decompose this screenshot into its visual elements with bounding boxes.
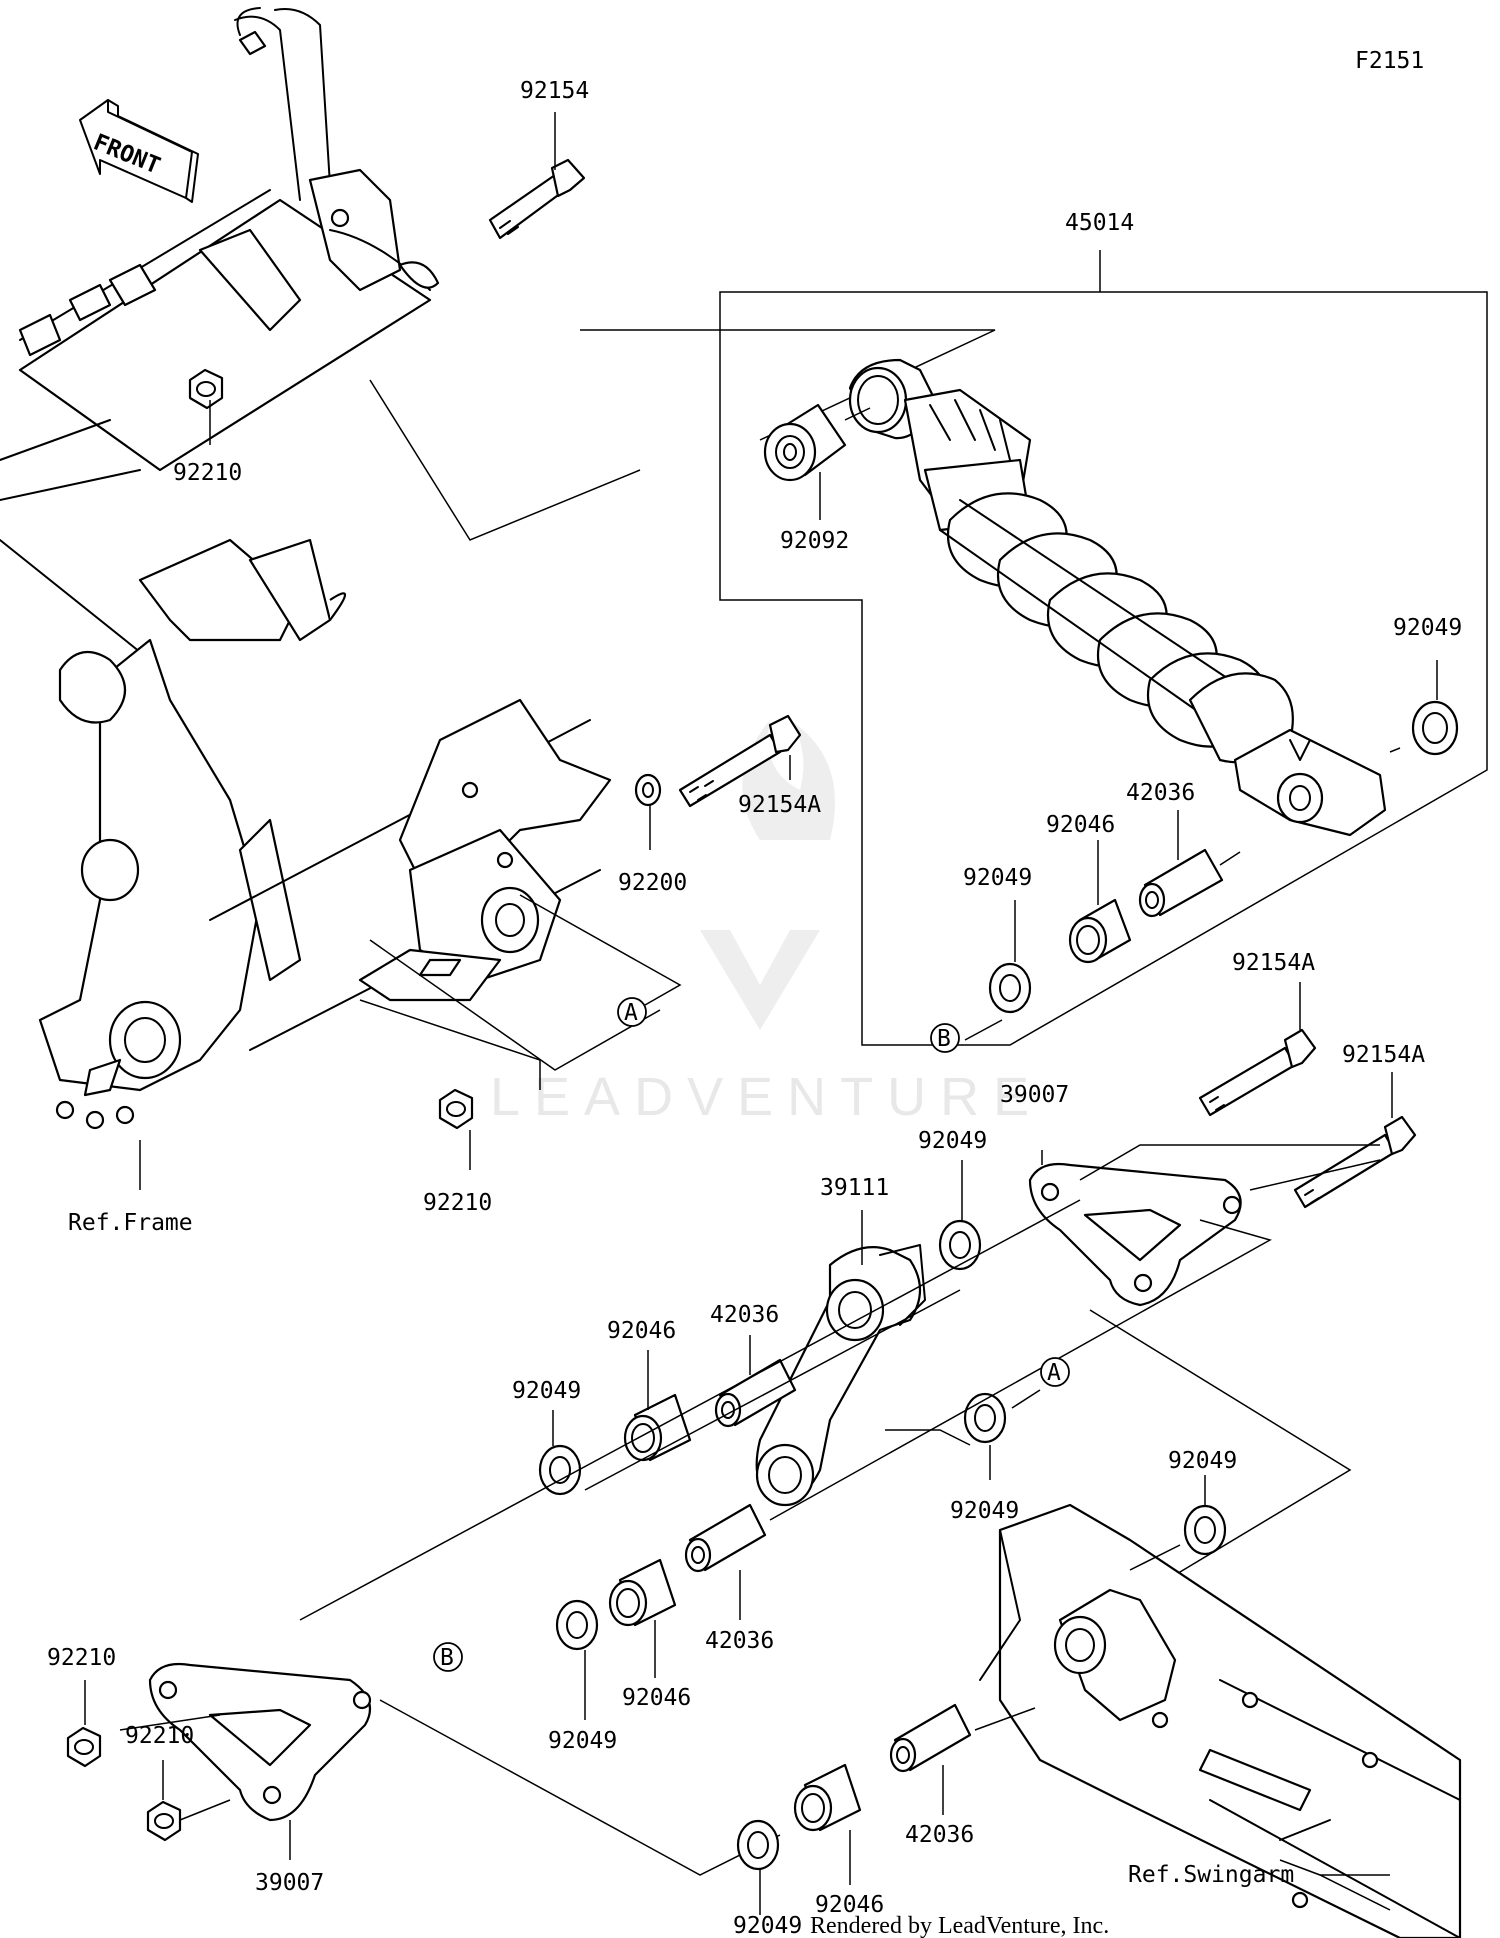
leadventure-watermark: LEADVENTURE (490, 720, 1043, 1127)
callout: 92049 (1393, 615, 1462, 641)
ref-B-rod: B (433, 1642, 463, 1672)
footer-credit: Rendered by LeadVenture, Inc. (810, 1913, 1109, 1938)
callout: 92154 (520, 78, 589, 104)
ref-B-shock: B (930, 1023, 960, 1053)
callout: 42036 (710, 1302, 779, 1328)
collar-92049-shock[interactable] (1411, 700, 1459, 756)
bearing-92046-shock[interactable] (1068, 898, 1132, 964)
callout: 92049 (950, 1498, 1019, 1524)
collar-92049-bottom[interactable] (736, 1819, 780, 1871)
callout: 92154A (1232, 950, 1315, 976)
sleeve-42036-bottom[interactable] (889, 1703, 972, 1773)
callout: 92092 (780, 528, 849, 554)
collar-92049-A[interactable] (963, 1392, 1007, 1444)
ref-A-rod: A (1040, 1357, 1070, 1387)
nut-92210-top[interactable] (188, 368, 224, 410)
front-arrow-icon: FRONT (79, 99, 199, 203)
svg-text:A: A (1047, 1360, 1061, 1386)
callout: 39007 (255, 1870, 324, 1896)
callout: 92046 (607, 1318, 676, 1344)
washer-92200[interactable] (634, 773, 662, 807)
nut-92210-mid[interactable] (438, 1088, 474, 1130)
callout: 92210 (47, 1645, 116, 1671)
callout: 92049 (918, 1128, 987, 1154)
callout: 42036 (705, 1628, 774, 1654)
callout: 92154A (1342, 1042, 1425, 1068)
callout: 92049 (548, 1728, 617, 1754)
svg-text:A: A (624, 1000, 638, 1026)
callout: 92154A (738, 792, 821, 818)
callout: 92049 (1168, 1448, 1237, 1474)
bushing-92092[interactable] (763, 403, 847, 482)
plate-39007-top[interactable] (1028, 1162, 1242, 1307)
callout-labels: 92154 45014 92210 92092 92049 92154A 922… (47, 78, 1462, 1938)
callout: 45014 (1065, 210, 1134, 236)
shock-absorber-45014[interactable] (848, 358, 1387, 837)
callout: 92046 (815, 1892, 884, 1918)
swingarm-reference (979, 1503, 1462, 1938)
callout: 92049 (733, 1913, 802, 1938)
callout: 92049 (963, 865, 1032, 891)
bearing-92046-bottom[interactable] (793, 1763, 862, 1832)
bolt-92154A-r2[interactable] (1293, 1115, 1417, 1209)
callout: 92210 (173, 460, 242, 486)
collar-92049-rodL[interactable] (538, 1444, 582, 1496)
collar-92049-swing[interactable] (1183, 1504, 1227, 1556)
sleeve-42036-low[interactable] (684, 1503, 767, 1573)
plate-39007-bottom[interactable] (148, 1662, 372, 1822)
callout: Ref.Swingarm (1128, 1862, 1294, 1888)
frame-assembly (0, 7, 612, 1130)
watermark-text: LEADVENTURE (490, 1067, 1043, 1127)
svg-text:B: B (937, 1026, 951, 1052)
callout: 92200 (618, 870, 687, 896)
diagram-code: F2151 (1355, 48, 1424, 74)
callout: 92046 (622, 1685, 691, 1711)
ref-A-frame: A (519, 894, 682, 1027)
callout: Ref.Frame (68, 1210, 193, 1236)
nut-92210-bl1[interactable] (66, 1726, 102, 1768)
callout: 42036 (905, 1822, 974, 1848)
collar-92049-rod[interactable] (938, 1219, 982, 1271)
callout: 92049 (512, 1378, 581, 1404)
collar-92049-shockB[interactable] (988, 962, 1032, 1014)
bolt-92154A-mid[interactable] (678, 714, 802, 808)
bearing-92046-rod[interactable] (623, 1393, 692, 1462)
callout: 92210 (125, 1723, 194, 1749)
callout: 39007 (1000, 1082, 1069, 1108)
sleeve-42036-shock[interactable] (1138, 848, 1224, 918)
callout: 42036 (1126, 780, 1195, 806)
callout: 39111 (820, 1175, 889, 1201)
callout: 92046 (1046, 812, 1115, 838)
rod-39111[interactable] (755, 1244, 926, 1507)
bearing-92046-low[interactable] (608, 1558, 677, 1627)
collar-92049-low[interactable] (555, 1599, 599, 1651)
nut-92210-bl2[interactable] (146, 1800, 182, 1842)
bolt-92154[interactable] (488, 158, 586, 240)
bolt-92154A-r1[interactable] (1198, 1028, 1317, 1117)
callout: 92210 (423, 1190, 492, 1216)
svg-text:B: B (440, 1645, 454, 1671)
